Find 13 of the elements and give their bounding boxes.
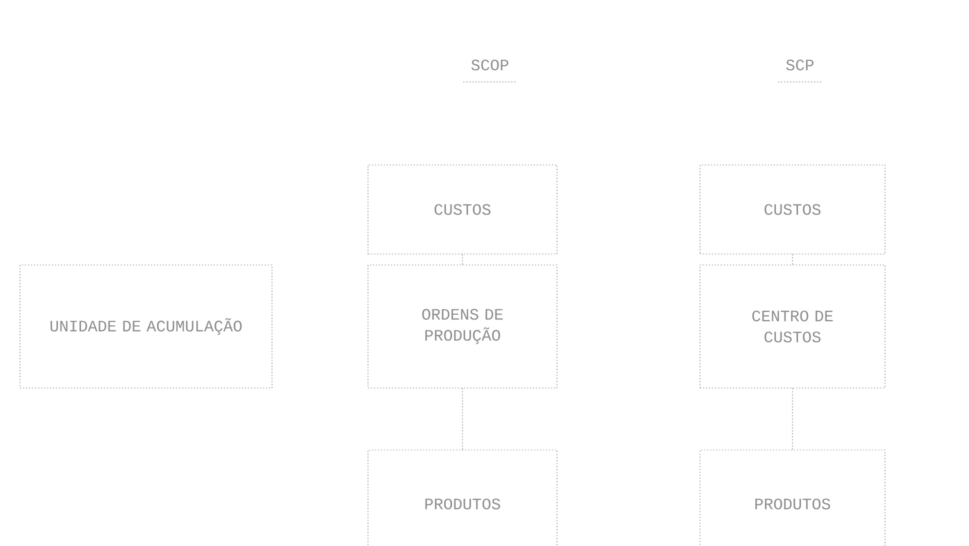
process-box: CENTRO DE CUSTOS [700, 264, 886, 388]
process-box: PRODUTOS [368, 450, 558, 546]
connector-line [792, 388, 793, 450]
process-box: CUSTOS [700, 164, 886, 254]
connector-line [462, 388, 463, 450]
process-box: PRODUTOS [700, 450, 886, 546]
column-heading: SCOP [471, 60, 508, 70]
column-heading: SCP [786, 60, 814, 70]
connector-line [462, 254, 463, 265]
process-box: CUSTOS [368, 164, 558, 254]
process-box: UNIDADE DE ACUMULAÇÃO [20, 264, 272, 388]
connector-line [792, 254, 793, 265]
process-box: ORDENS DE PRODUÇÃO [368, 264, 558, 388]
